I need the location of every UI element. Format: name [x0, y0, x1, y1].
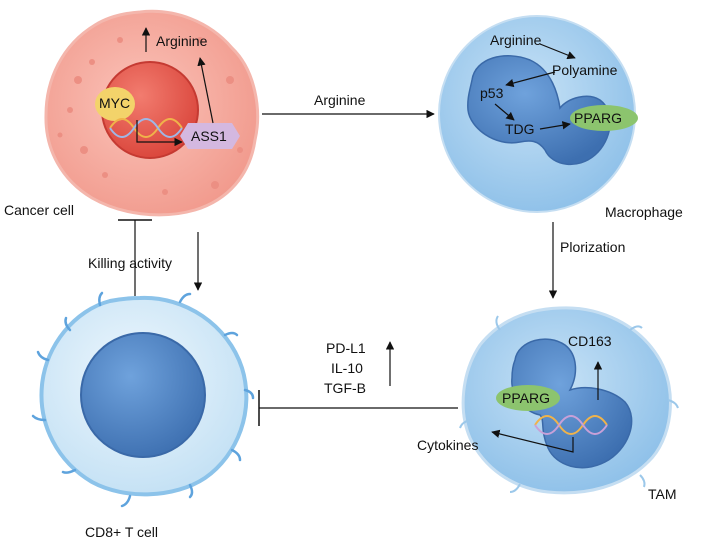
macrophage-cell: PPARG Arginine Polyamine p53 TDG	[438, 15, 638, 213]
macrophage-label: Macrophage	[605, 204, 683, 220]
cancer-cell-label: Cancer cell	[4, 202, 74, 218]
tam-cell: PPARG CD163 Cytokines	[417, 306, 679, 495]
tcell-label: CD8+ T cell	[85, 524, 158, 540]
arginine-to-polyamine-arrow	[539, 43, 576, 60]
cancer-vesicles	[57, 37, 243, 195]
polarization-label: Plorization	[560, 239, 625, 255]
ass1-label: ASS1	[191, 128, 227, 144]
p53-to-tdg-arrow	[494, 103, 515, 121]
myc-label: MYC	[99, 95, 130, 111]
tam-cd163-label: CD163	[568, 333, 612, 349]
tam-pparg-blob	[496, 385, 560, 411]
factor-pdl1-label: PD-L1	[326, 340, 366, 356]
cancer-cell: MYC ASS1 Arginine	[44, 9, 260, 217]
tam-cytokines-label: Cytokines	[417, 437, 478, 453]
tcell	[31, 291, 255, 508]
cancer-arginine-label: Arginine	[156, 33, 208, 49]
tam-label: TAM	[648, 486, 677, 502]
tam-protrusions	[459, 315, 679, 493]
dna-helix-tam	[534, 415, 608, 435]
dna-helix-cancer	[109, 118, 183, 138]
myc-to-ass1-arrow	[136, 120, 183, 147]
tcell-microvilli	[31, 291, 255, 508]
dna-to-cytokines-arrow	[491, 429, 574, 453]
macro-pparg-blob	[570, 105, 638, 131]
killing-activity-label: Killing activity	[88, 255, 172, 271]
macrophage-nucleus	[467, 55, 611, 166]
tdg-to-pparg-arrow	[539, 121, 571, 130]
factor-il10-label: IL-10	[331, 360, 363, 376]
macro-p53-label: p53	[480, 85, 504, 101]
macro-arginine-label: Arginine	[490, 32, 542, 48]
macro-polyamine-label: Polyamine	[552, 62, 618, 78]
arginine-transfer-label: Arginine	[314, 92, 366, 108]
polyamine-to-p53-arrow	[505, 71, 556, 88]
factor-tgfb-label: TGF-B	[324, 380, 366, 396]
tam-pparg-label: PPARG	[502, 390, 550, 406]
ass1-shape	[180, 123, 240, 149]
macro-tdg-label: TDG	[505, 121, 535, 137]
ass1-to-arginine-arrow	[197, 57, 214, 124]
macro-pparg-label: PPARG	[574, 110, 622, 126]
tcell-nucleus	[80, 332, 206, 458]
myc-blob	[95, 87, 135, 121]
